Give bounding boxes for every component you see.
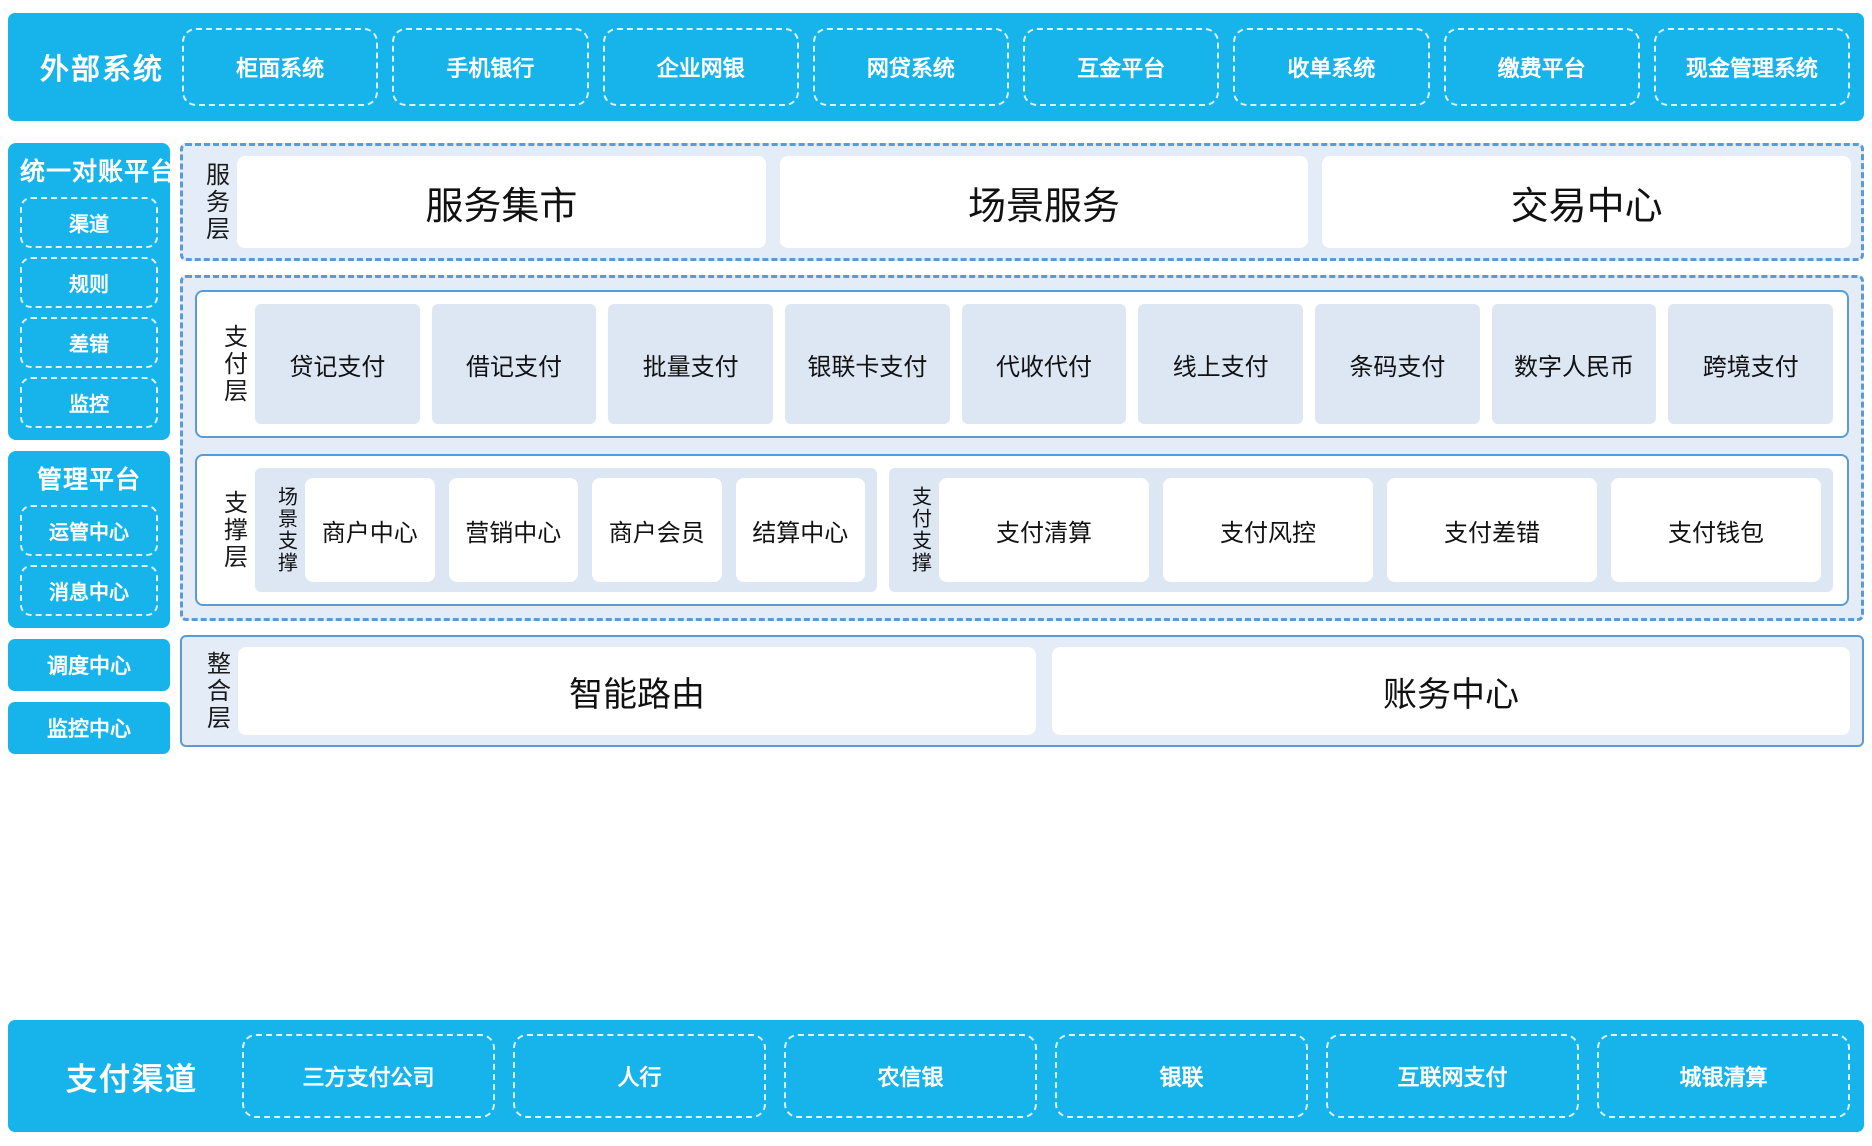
sidebar-item-operations-center[interactable]: 运管中心: [20, 505, 158, 556]
service-layer-label: 服务层: [201, 161, 229, 243]
payment-item-cross-border[interactable]: 跨境支付: [1668, 304, 1834, 424]
external-systems-title: 外部系统: [39, 54, 164, 86]
payment-item-barcode[interactable]: 条码支付: [1315, 304, 1480, 424]
payment-support-items: 支付清算 支付风控 支付差错 支付钱包: [939, 478, 1821, 582]
payment-layer-items: 贷记支付 借记支付 批量支付 银联卡支付 代收代付 线上支付 条码支付 数字人民…: [255, 304, 1834, 424]
external-system-item[interactable]: 网贷系统: [812, 28, 1009, 106]
integration-layer-group: 整合层 智能路由 账务中心: [180, 635, 1864, 747]
sidebar-item-rule[interactable]: 规则: [20, 257, 158, 308]
external-systems-bar: 外部系统 柜面系统 手机银行 企业网银 网贷系统 互金平台 收单系统 缴费平台 …: [8, 13, 1864, 121]
payment-and-support-group: 支付层 贷记支付 借记支付 批量支付 银联卡支付 代收代付 线上支付 条码支付 …: [180, 275, 1864, 621]
payment-item-debit[interactable]: 借记支付: [431, 304, 597, 424]
management-platform-block: 管理平台 运管中心 消息中心: [8, 451, 170, 628]
payment-support-panel: 支付支撑 支付清算 支付风控 支付差错 支付钱包: [889, 468, 1833, 592]
payment-item-batch[interactable]: 批量支付: [608, 304, 774, 424]
channel-item-pboc[interactable]: 人行: [513, 1034, 766, 1118]
service-item-transaction-center[interactable]: 交易中心: [1322, 156, 1852, 248]
channel-item-city-bank-clearing[interactable]: 城银清算: [1597, 1034, 1850, 1118]
channel-item-internet-payment[interactable]: 互联网支付: [1326, 1034, 1579, 1118]
sidebar-item-error[interactable]: 差错: [20, 317, 158, 368]
payment-channel-list: 三方支付公司 人行 农信银 银联 互联网支付 城银清算: [242, 1034, 1850, 1118]
external-system-item[interactable]: 企业网银: [602, 28, 799, 106]
external-system-item[interactable]: 柜面系统: [182, 28, 379, 106]
sidebar-item-message-center[interactable]: 消息中心: [20, 565, 158, 616]
external-systems-list: 柜面系统 手机银行 企业网银 网贷系统 互金平台 收单系统 缴费平台 现金管理系…: [182, 28, 1850, 106]
scene-item-marketing-center[interactable]: 营销中心: [448, 478, 578, 582]
sidebar-item-monitor[interactable]: 监控: [20, 377, 158, 428]
scene-support-items: 商户中心 营销中心 商户会员 结算中心: [305, 478, 865, 582]
payment-support-item-wallet[interactable]: 支付钱包: [1611, 478, 1821, 582]
scene-support-panel: 场景支撑 商户中心 营销中心 商户会员 结算中心: [255, 468, 877, 592]
sidebar-item-scheduling-center[interactable]: 调度中心: [8, 639, 170, 691]
payment-support-item-risk-control[interactable]: 支付风控: [1163, 478, 1373, 582]
external-system-item[interactable]: 现金管理系统: [1653, 28, 1850, 106]
integration-item-smart-routing[interactable]: 智能路由: [238, 647, 1036, 735]
support-layer-box: 支撑层 场景支撑 商户中心 营销中心 商户会员 结算中心 支付支撑 支付清算: [195, 454, 1849, 606]
channel-item-unionpay[interactable]: 银联: [1055, 1034, 1308, 1118]
payment-channel-bar: 支付渠道 三方支付公司 人行 农信银 银联 互联网支付 城银清算: [8, 1020, 1864, 1132]
scene-item-merchant-center[interactable]: 商户中心: [305, 478, 435, 582]
payment-item-credit[interactable]: 贷记支付: [255, 304, 420, 424]
external-system-item[interactable]: 互金平台: [1023, 28, 1220, 106]
payment-layer-label: 支付层: [219, 323, 247, 405]
payment-item-unionpay-card[interactable]: 银联卡支付: [785, 304, 950, 424]
payment-support-item-error[interactable]: 支付差错: [1387, 478, 1597, 582]
channel-item-third-party[interactable]: 三方支付公司: [242, 1034, 495, 1118]
payment-item-online[interactable]: 线上支付: [1138, 304, 1304, 424]
management-platform-title: 管理平台: [36, 466, 141, 494]
scene-item-settlement-center[interactable]: 结算中心: [735, 478, 865, 582]
integration-item-accounting-center[interactable]: 账务中心: [1052, 647, 1850, 735]
external-system-item[interactable]: 缴费平台: [1443, 28, 1640, 106]
payment-support-item-clearing[interactable]: 支付清算: [939, 478, 1149, 582]
reconciliation-platform-title: 统一对账平台: [20, 158, 177, 186]
external-system-item[interactable]: 手机银行: [392, 28, 589, 106]
payment-item-digital-rmb[interactable]: 数字人民币: [1491, 304, 1657, 424]
channel-item-rural-credit[interactable]: 农信银: [784, 1034, 1037, 1118]
payment-layer-box: 支付层 贷记支付 借记支付 批量支付 银联卡支付 代收代付 线上支付 条码支付 …: [195, 290, 1849, 438]
service-layer-items: 服务集市 场景服务 交易中心: [237, 156, 1852, 248]
scene-item-merchant-member[interactable]: 商户会员: [592, 478, 722, 582]
reconciliation-platform-block: 统一对账平台 渠道 规则 差错 监控: [8, 143, 177, 440]
left-sidebar: 统一对账平台 渠道 规则 差错 监控 管理平台 运管中心 消息中心 调度中心 监…: [8, 143, 177, 765]
payment-item-collection-payment[interactable]: 代收代付: [961, 304, 1127, 424]
service-item-scenario[interactable]: 场景服务: [779, 156, 1309, 248]
service-layer-group: 服务层 服务集市 场景服务 交易中心: [180, 143, 1864, 261]
payment-support-label: 支付支撑: [908, 486, 931, 574]
support-layer-panels: 场景支撑 商户中心 营销中心 商户会员 结算中心 支付支撑 支付清算 支付风控 …: [255, 468, 1833, 592]
sidebar-item-monitoring-center[interactable]: 监控中心: [8, 702, 170, 754]
integration-layer-items: 智能路由 账务中心: [238, 647, 1850, 735]
payment-channel-title: 支付渠道: [66, 1061, 198, 1097]
integration-layer-label: 整合层: [202, 650, 230, 732]
support-layer-label: 支撑层: [219, 489, 247, 571]
architecture-main: 服务层 服务集市 场景服务 交易中心 支付层 贷记支付 借记支付 批量支付 银联…: [180, 143, 1864, 747]
external-system-item[interactable]: 收单系统: [1233, 28, 1430, 106]
scene-support-label: 场景支撑: [274, 486, 297, 574]
service-item-market[interactable]: 服务集市: [237, 156, 766, 248]
sidebar-item-channel[interactable]: 渠道: [20, 197, 158, 248]
